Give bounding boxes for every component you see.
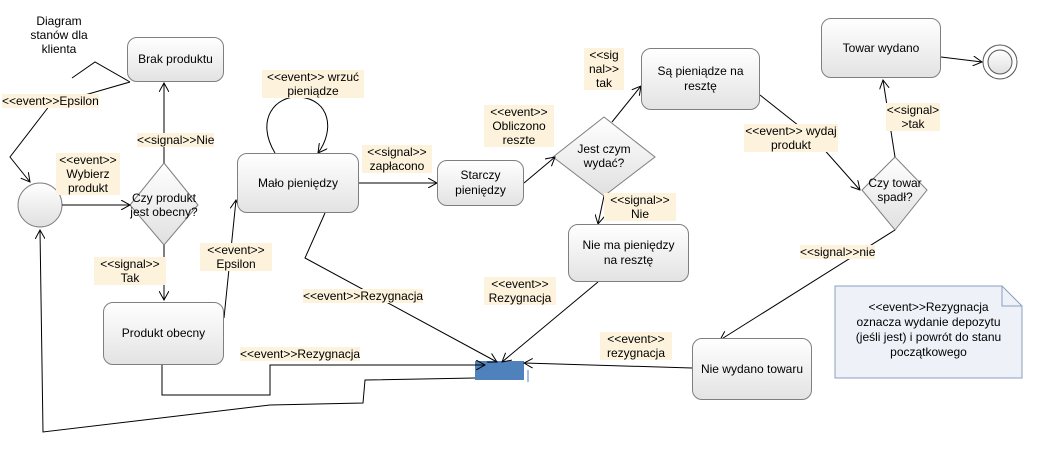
arrow-starczy-to-jest	[523, 157, 555, 184]
state-malo-pieniedzy[interactable]: Mało pieniędzy	[237, 153, 359, 213]
decision-label-czy-towar: Czy towar spadł?	[868, 176, 922, 204]
label-signal-tak-2: <<sig nal>> tak	[584, 48, 624, 90]
state-nie-ma-pieniedzy[interactable]: Nie ma pieniędzy na resztę	[568, 224, 689, 282]
label-signal-tak-1: <<signal>> Tak	[94, 257, 166, 285]
label-signal-nie-1: <<signal>>Nie	[137, 133, 215, 147]
arrow-join-to-initial	[40, 230, 476, 433]
state-produkt-obecny[interactable]: Produkt obecny	[103, 302, 224, 365]
join-bar	[475, 361, 524, 380]
final-state-inner	[987, 49, 1013, 75]
label-wybierz-produkt: <<event>> Wybierz produkt	[56, 153, 120, 195]
label-wrzuc-pieniadze: <<event>> wrzuć pieniądze	[262, 70, 364, 98]
state-sa-pieniadze[interactable]: Są pieniądze na resztę	[641, 48, 760, 110]
arrow-jest-to-sa	[611, 86, 641, 123]
state-starczy-pieniedzy[interactable]: Starczy pieniędzy	[437, 160, 524, 206]
diagram-title: Diagram stanów dla klienta	[30, 14, 88, 56]
title-connector	[71, 61, 131, 83]
arrow-towar-to-final	[940, 57, 982, 62]
note-text: <<event>>Rezygnacja oznacza wydanie depo…	[855, 300, 1002, 359]
label-signal-nie-3: <<signal>>nie	[800, 245, 876, 259]
arrow-niewydano-to-join	[524, 363, 693, 369]
label-wydaj-produkt: <<event>> wydaj produkt	[744, 124, 838, 152]
arrow-produkt-to-join	[161, 365, 485, 396]
label-rezygnacja-1: <<event>>Rezygnacja	[303, 289, 424, 303]
label-signal-nie-2: <<signal>> Nie	[604, 193, 676, 221]
note-fold	[1001, 286, 1022, 307]
arrow-niema-to-join	[502, 281, 599, 362]
label-rezygnacja-4: <<event>> rezygnacja	[600, 332, 672, 360]
label-epsilon-top: <<event>>Epsilon	[2, 94, 99, 108]
state-towar-wydano[interactable]: Towar wydano	[821, 18, 941, 78]
label-signal-tak-3: <<signal> >tak	[886, 103, 940, 131]
arrow-malo-to-join	[304, 212, 497, 362]
label-rezygnacja-3: <<event>>Rezygnacja	[240, 347, 361, 361]
label-zaplacono: <<signal>> zapłacono	[362, 145, 432, 173]
arrow-malo-selfloop	[266, 96, 329, 153]
decision-label-czy-produkt: Czy produkt jest obecny?	[130, 191, 198, 219]
note-shape	[834, 285, 1023, 379]
arrow-jest-to-niema	[598, 195, 604, 224]
label-obliczono-reszte: <<event>> Obliczono reszte	[484, 105, 554, 147]
arrow-brak-to-initial	[9, 81, 131, 182]
state-nie-wydano-towaru[interactable]: Nie wydano towaru	[692, 338, 812, 400]
label-rezygnacja-2: <<event>> Rezygnacja	[484, 277, 556, 305]
state-brak-produktu[interactable]: Brak produktu	[127, 37, 224, 82]
decision-label-jest-czym: Jest czym wydać?	[577, 142, 631, 170]
label-event-epsilon: <<event>> Epsilon	[200, 243, 272, 271]
